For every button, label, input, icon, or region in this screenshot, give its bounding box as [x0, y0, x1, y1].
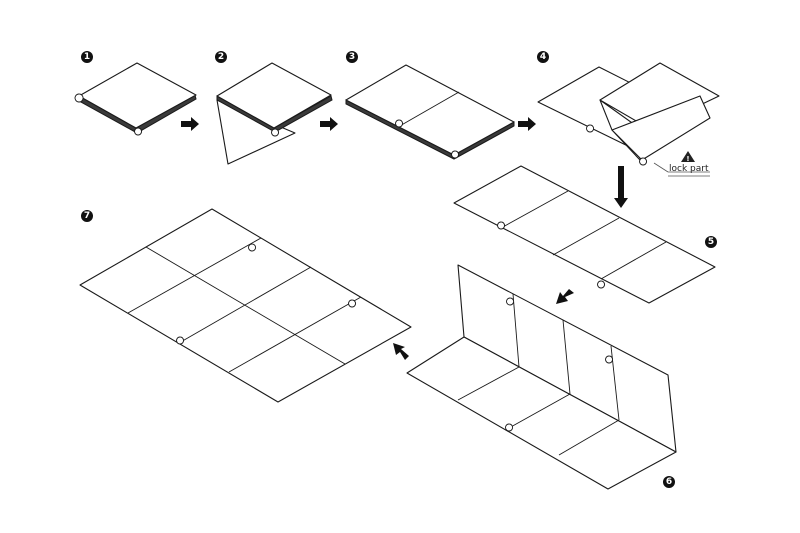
step-7-badge: 7 — [81, 210, 93, 222]
svg-text:4: 4 — [540, 52, 546, 62]
warning-triangle-icon — [681, 151, 695, 162]
step-7-final-mat — [79, 208, 412, 403]
step-2-opening-board — [216, 62, 333, 165]
step-5-badge: 5 — [705, 236, 717, 248]
svg-text:!: ! — [686, 155, 689, 163]
arrow-right-3 — [518, 117, 536, 131]
arrow-right-2 — [320, 117, 338, 131]
svg-text:6: 6 — [666, 477, 672, 487]
step-1-badge: 1 — [81, 51, 93, 63]
arrow-down — [614, 166, 628, 208]
step-4-badge: 4 — [537, 51, 549, 63]
svg-text:5: 5 — [708, 237, 714, 247]
step-6-l-assembly — [406, 264, 677, 490]
step-1-folded-board — [74, 62, 197, 136]
step-5-panel-strip — [453, 165, 716, 304]
step-3-flat-board — [345, 64, 515, 160]
svg-text:2: 2 — [218, 52, 224, 62]
svg-text:7: 7 — [84, 211, 90, 221]
arrow-up-left — [393, 343, 409, 360]
svg-text:3: 3 — [349, 52, 355, 62]
step-6-badge: 6 — [663, 476, 675, 488]
svg-text:1: 1 — [84, 52, 90, 62]
step-4-joining-boards — [537, 62, 720, 166]
step-2-badge: 2 — [215, 51, 227, 63]
arrow-right-1 — [181, 117, 199, 131]
lock-part-callout: ! lock part — [653, 151, 710, 177]
arrow-down-left — [556, 289, 574, 304]
lock-part-label: lock part — [669, 164, 709, 174]
step-3-badge: 3 — [346, 51, 358, 63]
